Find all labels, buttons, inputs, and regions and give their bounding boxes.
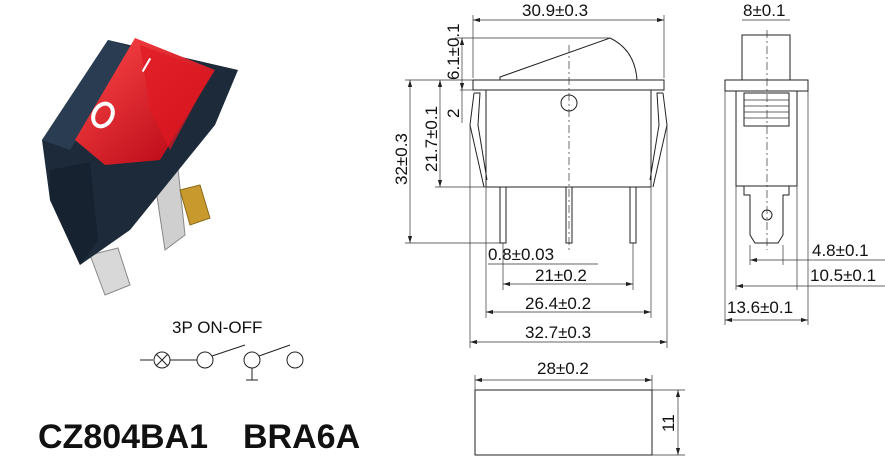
dim-cutout-width: 28±0.2 [537,359,589,378]
dim-total-height: 32±0.3 [392,133,411,185]
panel-cutout-drawing: 28±0.2 11 [474,359,685,456]
dim-width: 30.9±0.3 [522,1,588,20]
rocker-symbol-off [91,101,115,129]
dim-pin-pitch: 21±0.2 [535,266,587,285]
dim-clip-span: 26.4±0.2 [525,294,591,313]
circuit-label: 3P ON-OFF [172,318,262,337]
dim-terminal-width: 4.8±0.1 [812,241,869,260]
dim-pin-thickness: 0.8±0.03 [488,245,554,264]
front-view-drawing: 30.9±0.3 6.1±0.1 2 32±0.3 21.7±0.1 0.8±0… [392,1,668,348]
circuit-schematic: 3P ON-OFF [140,318,304,381]
switch-photo: I [42,38,238,296]
dim-body-height: 21.7±0.1 [422,106,441,172]
dim-rocker-width: 8±0.1 [743,1,785,20]
dim-flange: 2 [444,109,463,118]
dim-rocker-height: 6.1±0.1 [444,23,463,80]
model-secondary: BRA6A [243,418,360,456]
dim-cutout-height: 11 [659,414,678,432]
dim-body-width: 10.5±0.1 [810,266,876,285]
terminal-silver-front [89,247,131,296]
model-primary: CZ804BA1 [38,418,208,456]
terminal-brass [179,184,211,226]
side-view-drawing: 8±0.1 4.8±0.1 10.5±0.1 13.6±0.1 [724,1,885,325]
dim-overall-width: 32.7±0.3 [525,323,591,342]
dim-flange-width: 13.6±0.1 [727,298,793,317]
